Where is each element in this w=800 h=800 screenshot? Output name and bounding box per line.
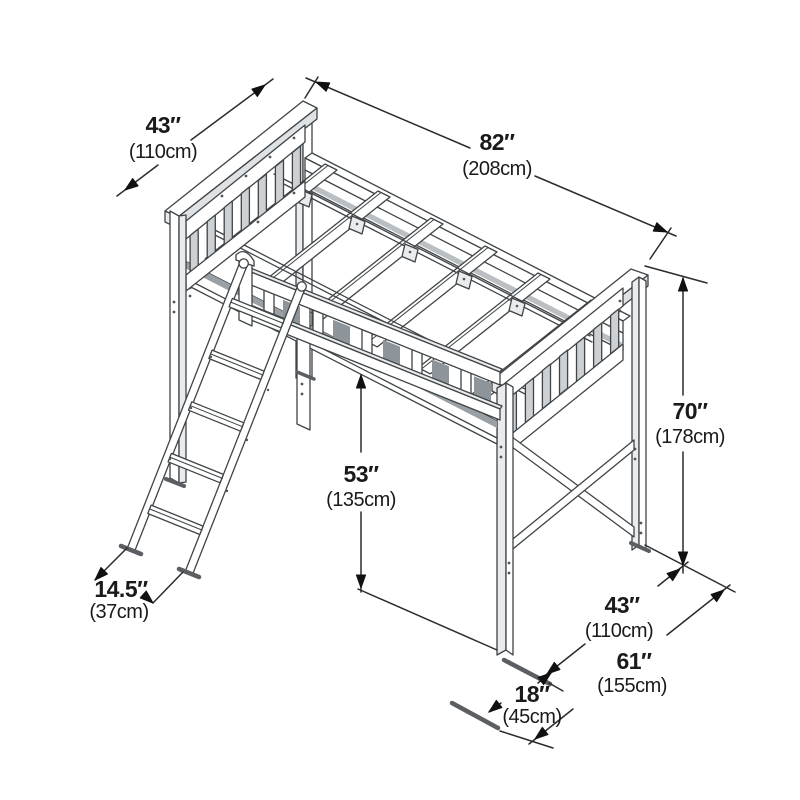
floor-marks bbox=[118, 370, 651, 731]
dim-footboard-width-metric: (110cm) bbox=[585, 620, 653, 642]
dim-headboard-width-metric: (110cm) bbox=[129, 141, 197, 163]
ladder bbox=[126, 258, 307, 576]
dim-footprint-depth-inches: 61″ bbox=[616, 648, 652, 674]
dim-floor-clearance-metric: (45cm) bbox=[502, 706, 561, 728]
dim-bed-length-metric: (208cm) bbox=[462, 158, 532, 180]
dim-ladder-extension-inches: 14.5″ bbox=[94, 576, 148, 602]
dim-footprint-depth-metric: (155cm) bbox=[597, 675, 667, 697]
dim-overall-height-metric: (178cm) bbox=[655, 426, 725, 448]
footboard-front-post bbox=[496, 382, 514, 656]
headboard bbox=[164, 100, 318, 292]
dim-ladder-extension-metric: (37cm) bbox=[89, 601, 148, 623]
dim-bed-length-inches: 82″ bbox=[479, 129, 515, 155]
guard-rail bbox=[235, 250, 503, 431]
dim-overall-height-inches: 70″ bbox=[672, 398, 708, 424]
footboard-cross-braces bbox=[507, 433, 635, 554]
loft-bed-illustration bbox=[94, 76, 736, 749]
dim-clearance-inches: 53″ bbox=[343, 461, 379, 487]
dimension-labels: 43″ (110cm) 82″ (208cm) 70″ (178cm) 53″ … bbox=[89, 112, 725, 728]
dim-clearance-metric: (135cm) bbox=[326, 489, 396, 511]
footboard bbox=[491, 268, 649, 551]
dim-headboard-width-inches: 43″ bbox=[145, 112, 181, 138]
dimension-lines bbox=[94, 76, 736, 749]
dim-floor-clearance-inches: 18″ bbox=[514, 681, 550, 707]
dim-footboard-width-inches: 43″ bbox=[604, 592, 640, 618]
